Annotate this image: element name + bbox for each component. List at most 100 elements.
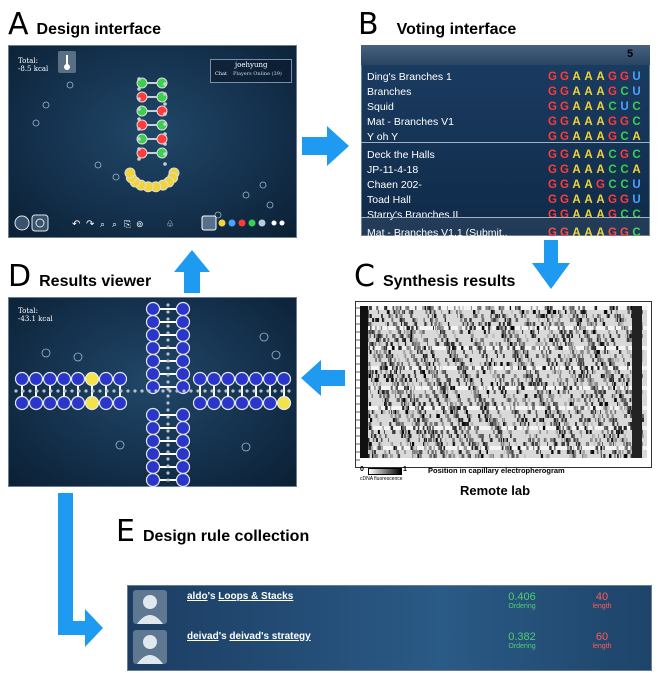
gel-band: [547, 442, 549, 446]
gel-band: [419, 454, 422, 458]
rule-author[interactable]: aldo: [187, 591, 208, 602]
gel-band: [607, 438, 609, 442]
gel-band: [437, 398, 440, 402]
gel-band: [412, 414, 414, 418]
gel-band: [558, 434, 560, 438]
gel-band: [610, 338, 614, 342]
gel-band: [605, 346, 606, 350]
backbone-bead: [166, 394, 170, 398]
gel-band: [368, 374, 371, 378]
gel-band: [547, 414, 550, 418]
gel-band: [390, 342, 393, 346]
gel-band: [422, 418, 424, 422]
gel-band: [470, 322, 472, 326]
gel-band: [498, 306, 500, 310]
gel-band: [488, 330, 490, 334]
gel-band: [477, 434, 479, 438]
gel-band: [618, 450, 621, 454]
gel-band: [457, 378, 458, 382]
gel-band: [421, 334, 423, 338]
rule-title[interactable]: deivad's deivad's strategy: [187, 631, 311, 642]
gel-band: [641, 430, 644, 434]
gel-band: [408, 362, 410, 366]
gel-band: [578, 378, 581, 382]
gel-band: [444, 330, 446, 334]
gel-band: [472, 378, 474, 382]
design-interface-screen: Total: -8.5 kcal joehyung Chat Players O…: [8, 45, 297, 238]
gel-band: [396, 314, 398, 318]
gel-band: [552, 342, 555, 346]
gel-band: [432, 374, 433, 378]
gel-band: [568, 410, 570, 414]
gel-band: [623, 378, 625, 382]
gel-band: [413, 354, 415, 358]
gel-band: [522, 362, 526, 366]
gel-band: [435, 326, 437, 330]
gel-band: [470, 334, 474, 338]
gel-band: [486, 402, 490, 406]
gel-band: [537, 390, 539, 394]
gel-band: [557, 450, 561, 454]
gel-band: [599, 354, 601, 358]
gel-band: [511, 450, 514, 454]
gel-band: [422, 354, 424, 358]
gel-band: [605, 426, 609, 430]
rule-name-link[interactable]: Loops & Stacks: [218, 591, 294, 602]
gel-band: [460, 362, 464, 366]
gel-band: [428, 366, 429, 370]
gel-band: [576, 386, 578, 390]
gel-band: [411, 354, 413, 358]
gel-band: [550, 438, 553, 442]
gel-band: [437, 382, 440, 386]
gel-band: [376, 354, 379, 358]
gel-band: [489, 342, 493, 346]
rule-title[interactable]: aldo's Loops & Stacks: [187, 591, 293, 602]
player-info-box[interactable]: joehyung Chat Players Online (39): [210, 59, 292, 83]
gel-band: [568, 314, 570, 318]
gel-band: [547, 406, 551, 410]
gel-band: [589, 398, 591, 402]
sequence-base: C: [620, 208, 630, 221]
rule-name-link[interactable]: deivad's strategy: [229, 631, 311, 642]
gel-band: [605, 370, 606, 374]
rna-results-structure[interactable]: [8, 297, 297, 487]
gel-band: [413, 394, 415, 398]
gel-band: [514, 354, 516, 358]
gel-band: [424, 354, 428, 358]
gel-band: [593, 342, 594, 346]
gel-band: [623, 454, 626, 458]
gel-band: [374, 434, 377, 438]
gel-band: [566, 382, 568, 386]
rna-design-structure[interactable]: [8, 45, 297, 238]
gel-band: [383, 318, 385, 322]
gel-band: [472, 386, 475, 390]
gel-band: [430, 346, 433, 350]
gel-band: [616, 422, 619, 426]
gel-band: [401, 322, 402, 326]
remote-lab-label: Remote lab: [460, 483, 531, 498]
gel-band: [624, 326, 628, 330]
gel-band: [461, 346, 464, 350]
gel-band: [536, 306, 538, 310]
gel-band: [542, 322, 544, 326]
nucleotide: [145, 459, 161, 475]
results-total-value: -43.1 kcal: [18, 315, 53, 324]
rule-author[interactable]: deivad: [187, 631, 219, 642]
gel-band: [467, 454, 470, 458]
thermometer-icon[interactable]: [58, 51, 76, 73]
gel-band: [466, 354, 469, 358]
sequence-base: G: [608, 193, 618, 206]
gel-band: [396, 374, 399, 378]
